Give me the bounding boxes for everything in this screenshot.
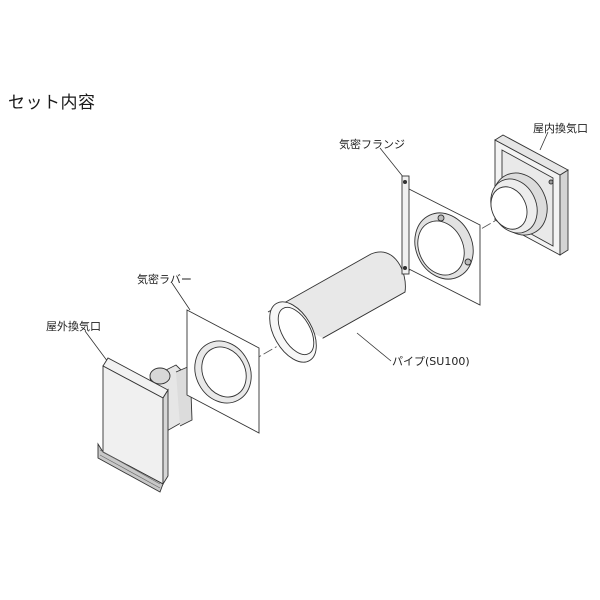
label-pipe: パイプ(SU100) xyxy=(392,355,470,368)
leader-lines xyxy=(84,131,549,363)
airtight-flange-part xyxy=(401,175,481,306)
pipe-part xyxy=(267,251,406,363)
page-title: セット内容 xyxy=(8,93,96,113)
label-airtight-flange: 気密フランジ xyxy=(339,138,405,151)
outdoor-vent-part xyxy=(97,357,193,493)
label-indoor-vent: 屋内換気口 xyxy=(533,122,588,135)
label-outdoor-vent: 屋外換気口 xyxy=(46,320,101,333)
label-airtight-rubber: 気密ラバー xyxy=(137,273,192,286)
airtight-rubber-part xyxy=(186,309,260,434)
indoor-vent-part xyxy=(490,134,569,256)
